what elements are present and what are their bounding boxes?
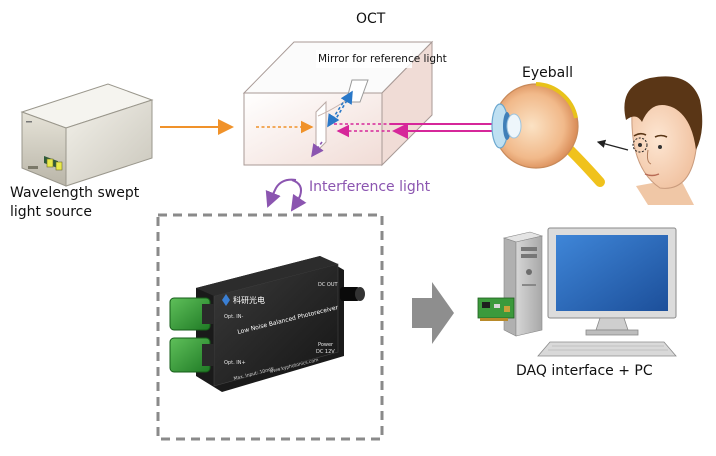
patient-face-illustration (624, 76, 703, 205)
signal-flow-arrow (412, 282, 454, 344)
dc-out-connector (340, 287, 360, 301)
lens (506, 113, 522, 139)
optic-nerve (565, 145, 605, 187)
keyboard-illustration (537, 341, 677, 357)
port-label-bottom: Opt. IN+ (224, 360, 246, 366)
power-label-line2: DC 12V (316, 349, 335, 355)
light-source-label-line2: light source (10, 204, 92, 220)
eyeball-illustration (491, 82, 605, 187)
balanced-photoreceiver-device: 科研光电 Opt. IN- DC OUT Low Noise Balanced … (169, 256, 365, 392)
fiber-port-bottom (169, 337, 214, 373)
port-label-top: Opt. IN- (224, 314, 243, 320)
light-source-label-line1: Wavelength swept (10, 185, 140, 201)
zoom-arrow (596, 139, 629, 151)
daq-card-illustration (477, 297, 515, 321)
pc-tower-illustration (502, 231, 544, 337)
interference-arrow-left (265, 178, 297, 208)
dc-out-label: DC OUT (318, 282, 339, 288)
fiber-port-top (169, 297, 214, 331)
eyeball-label: Eyeball (522, 65, 573, 81)
reference-beam-return (327, 97, 347, 128)
beam-splitter (315, 100, 327, 154)
hair (624, 76, 703, 150)
interference-label: Interference light (309, 179, 431, 195)
light-source-illustration (20, 83, 154, 187)
oct-label: OCT (356, 11, 386, 27)
device-logo: 科研光电 (222, 294, 265, 306)
mirror-label: Mirror for reference light (318, 53, 447, 65)
monitor-screen (556, 235, 668, 311)
device-logo-text: 科研光电 (233, 295, 265, 305)
interference-arrow-right (290, 179, 307, 212)
interference-beam-inner (311, 141, 324, 158)
daq-label: DAQ interface + PC (516, 363, 653, 379)
power-label-line1: Power (318, 342, 334, 348)
photoreceiver-dashed-frame (156, 213, 384, 441)
pc-monitor-illustration (547, 227, 677, 336)
